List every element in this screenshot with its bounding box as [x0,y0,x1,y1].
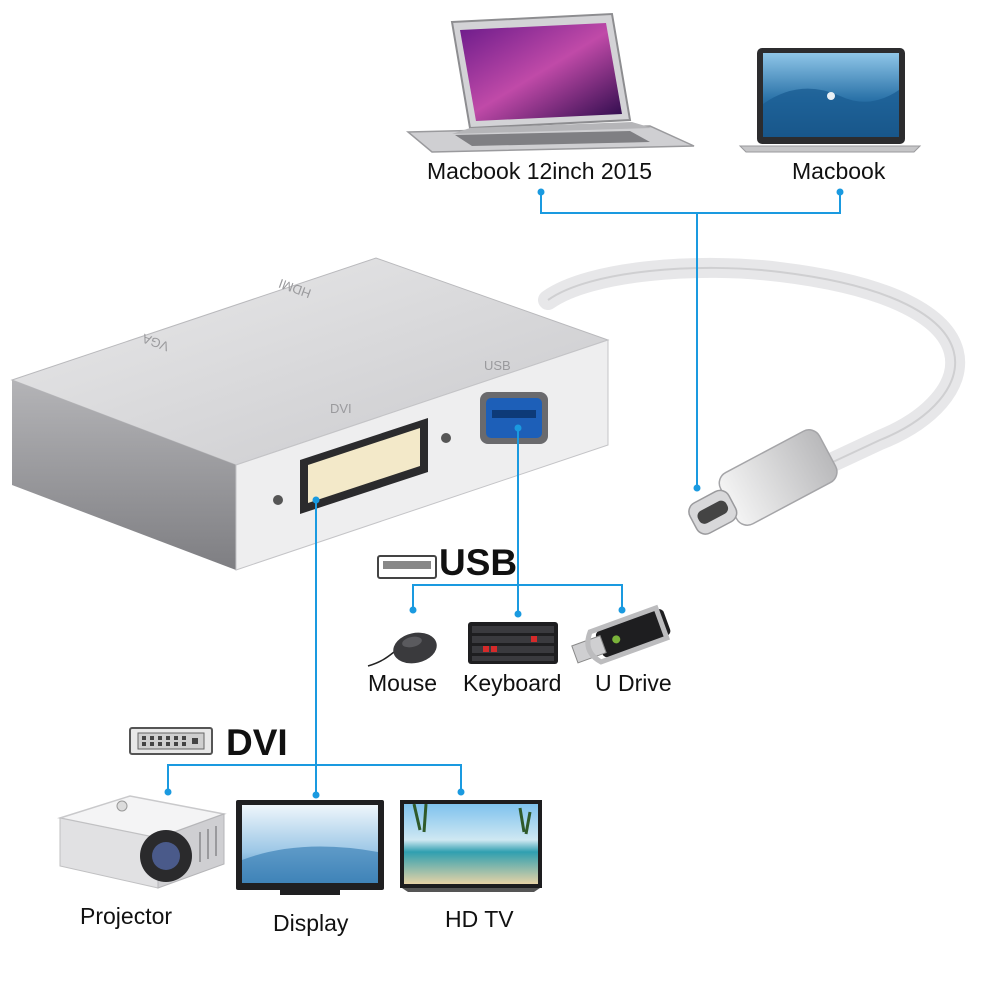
dvi-port-marking: DVI [330,401,352,416]
usb-port-icon [480,392,548,444]
dvi-port-icon [273,418,451,514]
macbook-image [738,48,922,153]
hd-tv-icon [400,800,542,892]
keyboard-label: Keyboard [463,670,562,696]
hd-tv-label: HD TV [445,906,514,932]
u-drive-label: U Drive [595,670,672,696]
projector-label: Projector [80,903,173,929]
connector-lines [167,192,841,795]
mouse-label: Mouse [368,670,438,696]
projector-icon [57,795,227,889]
dvi-connector-icon [129,727,213,755]
keyboard-icon [468,622,558,664]
mouse-icon [367,632,437,667]
connector-dots [164,188,844,799]
usb-port-marking: USB [484,358,511,373]
macbook-12inch-label: Macbook 12inch 2015 [427,158,653,184]
usb-heading: USB [439,542,518,583]
dvi-heading: DVI [226,722,288,763]
display-icon [236,800,384,895]
usb-connector-icon [377,555,437,579]
macbook-label: Macbook [792,158,886,184]
u-drive-icon [571,604,671,665]
display-label: Display [273,910,349,936]
usb-c-cable [538,257,966,535]
adapter-body: VGA HDMI USB DVI [10,257,610,571]
macbook-12inch-image [405,12,695,153]
